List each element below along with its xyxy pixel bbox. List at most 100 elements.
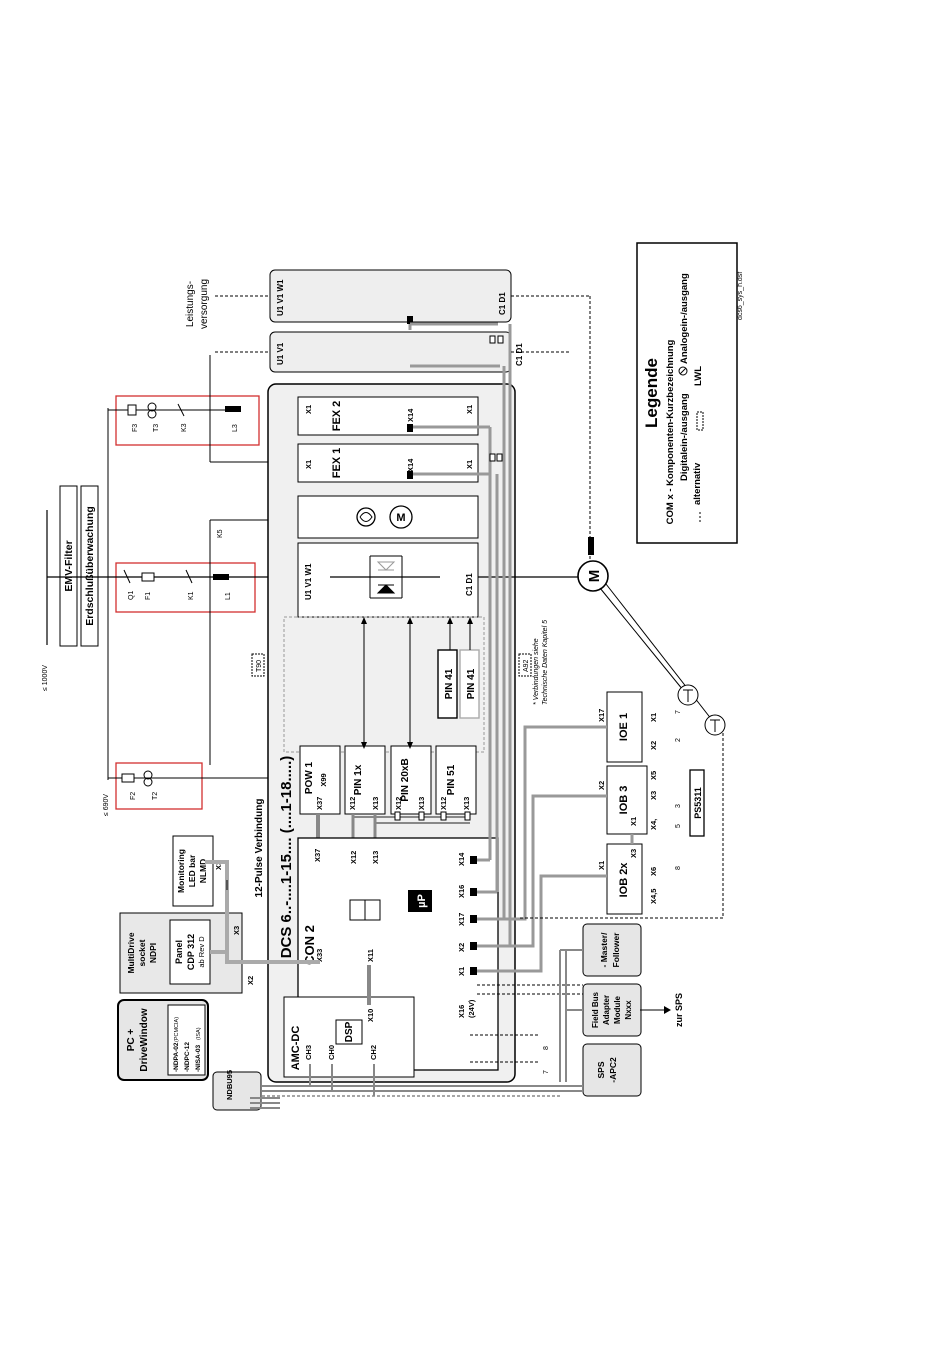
monitoring-x3-b: X3	[232, 926, 241, 935]
ps5311-box	[689, 769, 705, 837]
plug-x16	[470, 888, 477, 896]
multidrive-l1: MultiDrive	[126, 932, 136, 973]
contactor-k3	[177, 403, 185, 417]
pin51-x12: X12	[439, 797, 448, 810]
ndbu95-label: NDBU95	[225, 1070, 234, 1100]
legend-ana: Analogein-/ausgang	[679, 273, 690, 364]
iob3-x5: X5	[649, 771, 658, 780]
label-t3: T3	[153, 424, 160, 432]
label-k1: K1	[188, 591, 195, 600]
fan-box	[297, 495, 479, 539]
leistung-label-2: versorgung	[199, 279, 210, 329]
legend-analog-icon-slash	[679, 367, 687, 375]
legend-lwl-icon	[696, 411, 704, 431]
zur-sps-arrow-head	[664, 1006, 671, 1014]
con2-x16-24v-a: X16	[457, 1005, 466, 1018]
plug-pin51-x13	[464, 811, 471, 821]
iob3-x3: X3	[649, 791, 658, 800]
legend-alt: alternativ	[692, 462, 703, 505]
encoder-symbol	[710, 719, 720, 732]
amcdc-label: AMC-DC	[290, 1026, 302, 1071]
plug-x17	[470, 915, 477, 923]
ioe1-x17: X17	[597, 709, 606, 722]
converter-3-out: C1 D1	[498, 292, 507, 315]
monitoring-l2: LED bar	[187, 854, 197, 887]
io-dig-7: 7	[675, 710, 682, 714]
emv-filter-label: EMV-Filter	[63, 540, 75, 591]
fex2-x1b: X1	[465, 405, 474, 414]
con2-x14: X14	[457, 852, 466, 866]
iob3-label: IOB 3	[618, 786, 630, 815]
con2-x13: X13	[371, 851, 380, 864]
red-box-middle	[115, 562, 256, 613]
pow1-x37: X37	[315, 797, 324, 810]
pin1x-label: PIN 1x	[353, 764, 364, 795]
cable-panel-x33	[225, 952, 320, 964]
red-box-bottom	[115, 762, 203, 810]
con2-label: CON 2	[302, 925, 317, 965]
iob2-x6: X6	[649, 867, 658, 876]
transformer-t2-icon	[143, 770, 153, 780]
plug-x14	[470, 856, 477, 864]
io-dig-2: 2	[675, 738, 682, 742]
label-k5: K5	[217, 529, 224, 538]
legend-analog-icon	[678, 366, 688, 376]
multidrive-x2: X2	[246, 976, 255, 985]
pin20-x12: X12	[394, 797, 403, 810]
pin41-a-label: PIN 41	[444, 668, 455, 699]
con2-x37: X37	[313, 849, 322, 862]
legend-box	[636, 242, 738, 544]
amcdc-ch3: CH3	[304, 1045, 313, 1060]
drive-title: DCS 6..-....1-15.... (....1-18.....)	[278, 756, 295, 959]
con2-x11: X11	[366, 949, 375, 962]
pin41-b-label: PIN 41	[466, 668, 477, 699]
pin20-label: PIN 20xB	[400, 758, 411, 801]
dsp-label: DSP	[344, 1021, 355, 1042]
fan-icon	[356, 507, 376, 527]
meas-arrow-1-tail	[361, 742, 367, 749]
pin1x-x12: X12	[348, 797, 357, 810]
fiber-conv3-plug	[407, 316, 413, 324]
meas-arrow-1-head	[361, 617, 367, 624]
external-section: - Master/ Follower Field Bus Adapter Mod…	[262, 923, 684, 1097]
fex2-box	[297, 396, 479, 436]
monitoring-x3: X3	[214, 861, 223, 870]
pc-opt-1: -NDPA-02	[173, 1042, 180, 1072]
label-q1: Q1	[128, 591, 135, 600]
iob3-x4: X4,	[649, 819, 658, 830]
dsp-box	[335, 1019, 363, 1045]
panel-label: Panel	[174, 940, 184, 964]
ndbu95-box	[212, 1071, 262, 1111]
converter-2-terms: U1 V1	[276, 342, 285, 365]
bridge-terms: U1 V1 W1	[304, 563, 313, 600]
switch-q1	[123, 569, 131, 584]
label-l3: L3	[232, 424, 239, 432]
pc-l1: PC +	[126, 1029, 137, 1052]
iob3-x2: X2	[597, 781, 606, 790]
shaft-line-1	[599, 587, 684, 691]
pin51-label: PIN 51	[446, 764, 457, 795]
twelve-pulse-label: 12-Pulse Verbindung	[254, 799, 265, 898]
iob2-x3: X3	[629, 849, 638, 858]
io-dig-3: 3	[675, 804, 682, 808]
meas-arrow-2-head	[407, 617, 413, 624]
multidrive-l2: socket	[137, 939, 147, 966]
iob3-x1: X1	[629, 817, 638, 826]
fiber-x2-iob3	[477, 794, 607, 948]
micro-processor-label: µP	[416, 894, 428, 908]
fan-motor-label: M	[396, 512, 405, 524]
con2-x16-24v-b: (24V)	[467, 999, 476, 1018]
dc-motor-label: M	[586, 570, 603, 583]
iob2-label: IOB 2x	[618, 862, 630, 898]
con2-x2: X2	[457, 943, 466, 952]
label-f1: F1	[145, 592, 152, 600]
choke-l3	[225, 406, 241, 412]
pow1-box	[299, 745, 341, 815]
contactor-k1	[185, 569, 193, 584]
fan-blade-icon	[359, 512, 373, 522]
plug-x1	[470, 967, 477, 975]
note-line-2: Technische Daten Kapitel 5	[542, 620, 549, 705]
transformer-t3-icon-b	[147, 409, 157, 419]
panel-rev: ab Rev D	[197, 936, 206, 968]
